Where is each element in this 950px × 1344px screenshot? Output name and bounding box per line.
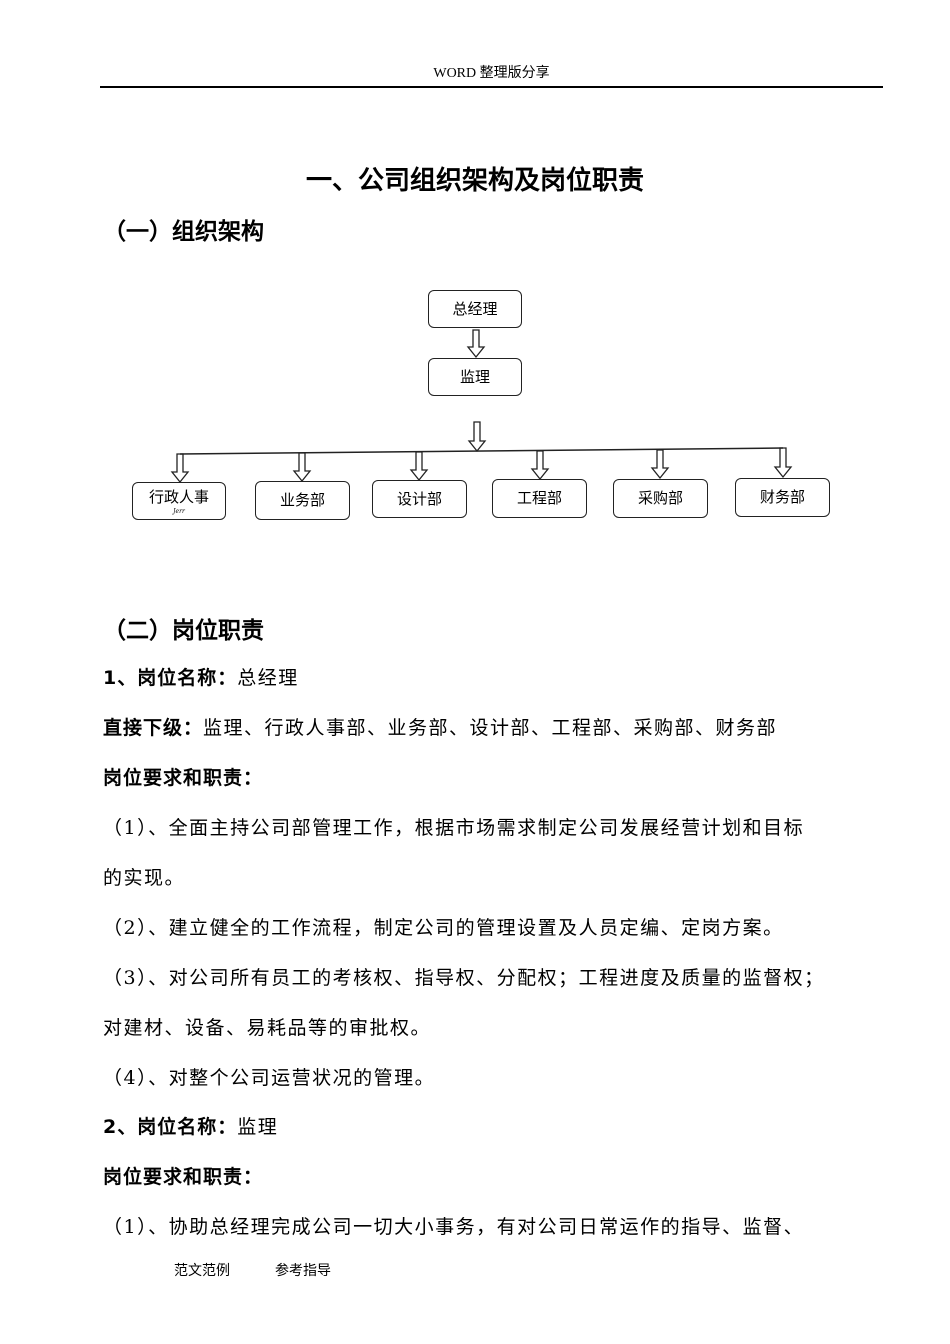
org-node-finance: 财务部 — [735, 478, 830, 517]
org-node-general-manager: 总经理 — [428, 290, 522, 328]
org-node-label: 总经理 — [452, 299, 498, 318]
org-node-label: 采购部 — [637, 489, 683, 507]
position-name-line: 2、岗位名称：监理 — [103, 1112, 278, 1139]
paragraph-line: 对建材、设备、易耗品等的审批权。 — [103, 1017, 432, 1039]
org-node-design: 设计部 — [372, 480, 467, 518]
field-label: 直接下级： — [103, 717, 204, 739]
arrow-down-icon — [409, 451, 429, 482]
org-node-admin-hr: 行政人事 Jerr — [132, 482, 226, 520]
field-label: 2、岗位名称： — [103, 1116, 238, 1138]
header-rule — [100, 86, 883, 88]
org-node-purchasing: 采购部 — [613, 479, 708, 518]
branch-line — [179, 447, 784, 455]
section-heading-org: （一）组织架构 — [103, 219, 264, 245]
requirements-heading: 岗位要求和职责： — [103, 1166, 264, 1188]
org-node-label: 工程部 — [516, 489, 562, 507]
arrow-down-icon — [170, 453, 190, 484]
org-node-label: 设计部 — [396, 489, 442, 508]
requirements-heading: 岗位要求和职责： — [103, 767, 264, 789]
org-node-sublabel: Jerr — [173, 508, 185, 515]
paragraph-line: （1）、全面主持公司部管理工作，根据市场需求制定公司发展经营计划和目标 — [103, 817, 805, 839]
direct-reports-line: 直接下级：监理、行政人事部、业务部、设计部、工程部、采购部、财务部 — [103, 713, 777, 740]
arrow-down-icon — [292, 452, 312, 483]
paragraph-line: （3）、对公司所有员工的考核权、指导权、分配权；工程进度及质量的监督权； — [103, 967, 825, 989]
position-name-line: 1、岗位名称：总经理 — [103, 663, 299, 690]
section-heading-duties: （二）岗位职责 — [103, 618, 264, 644]
org-node-label: 财务部 — [759, 488, 805, 506]
field-label: 1、岗位名称： — [103, 667, 238, 689]
footer-left: 范文范例 — [174, 1263, 230, 1279]
field-value: 监理 — [237, 1116, 279, 1138]
field-value: 监理、行政人事部、业务部、设计部、工程部、采购部、财务部 — [203, 717, 778, 739]
org-node-business: 业务部 — [255, 481, 350, 520]
paragraph-line: （4）、对整个公司运营状况的管理。 — [103, 1067, 436, 1089]
arrow-down-icon — [773, 447, 793, 479]
org-node-label: 行政人事 — [148, 488, 209, 506]
org-node-supervisor: 监理 — [428, 358, 522, 396]
arrow-down-icon — [467, 421, 487, 453]
org-node-engineering: 工程部 — [492, 479, 587, 518]
page-header: WORD 整理版分享 — [433, 66, 550, 81]
paragraph-line: 的实现。 — [103, 867, 186, 889]
arrow-down-icon — [530, 450, 550, 481]
footer-right: 参考指导 — [275, 1263, 331, 1279]
org-node-label: 业务部 — [279, 491, 325, 509]
arrow-down-icon — [650, 449, 670, 480]
arrow-down-icon — [466, 329, 486, 359]
field-value: 总经理 — [237, 667, 299, 689]
paragraph-line: （2）、建立健全的工作流程，制定公司的管理设置及人员定编、定岗方案。 — [103, 917, 784, 939]
org-node-label: 监理 — [459, 367, 490, 386]
paragraph-line: （1）、协助总经理完成公司一切大小事务，有对公司日常运作的指导、监督、 — [103, 1216, 805, 1238]
page-title: 一、公司组织架构及岗位职责 — [305, 166, 644, 196]
